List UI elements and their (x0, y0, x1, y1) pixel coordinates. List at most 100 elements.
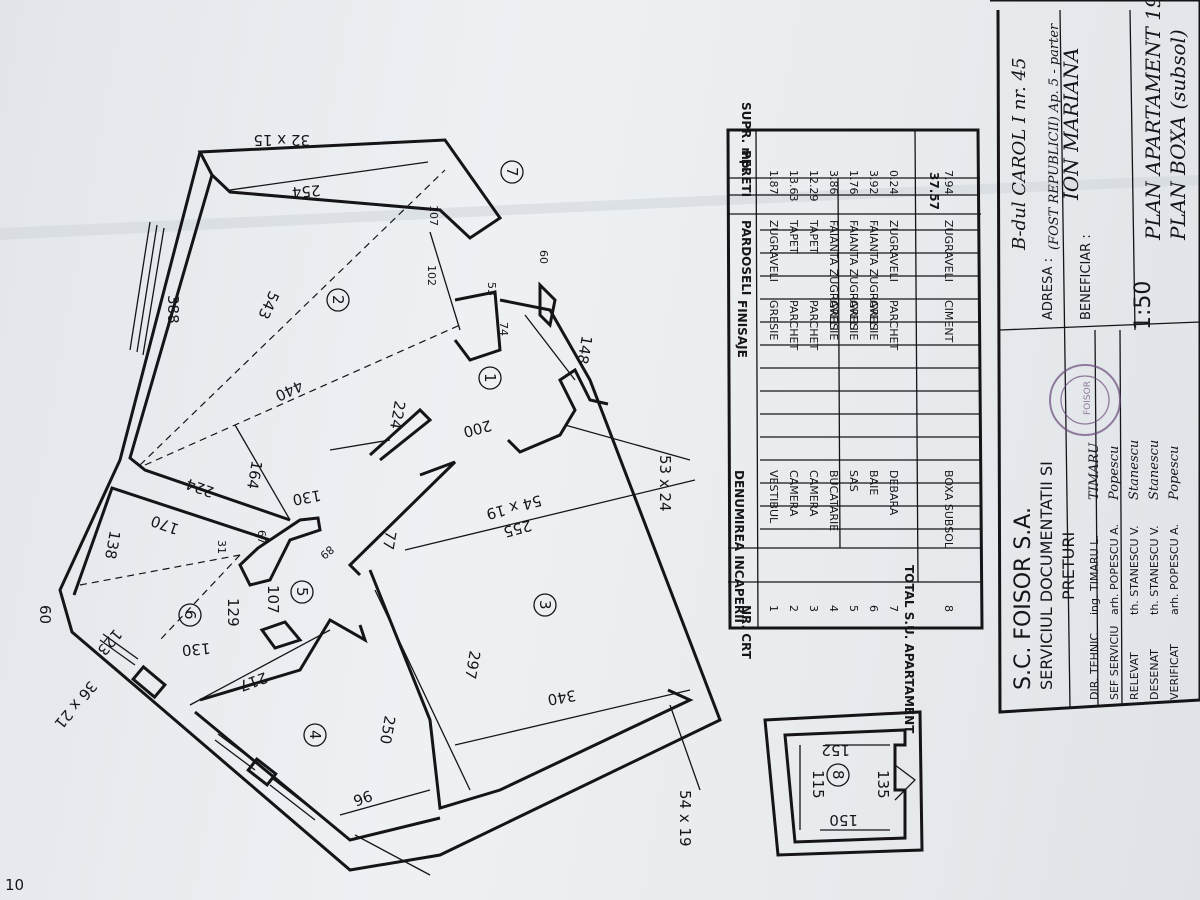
table-cell-area: 1.76 (847, 170, 860, 195)
table-cell-floor: GRESIE (827, 300, 840, 340)
table-cell-nr: 4 (827, 605, 840, 612)
table-cell-floor: GRESIE (847, 300, 860, 340)
table-cell-nr: 7 (887, 605, 900, 612)
dim-label: 138 (101, 529, 124, 560)
dim-label: 129 (224, 598, 242, 627)
svg-text:2: 2 (329, 295, 347, 305)
rooms-table: NR. CRT DENUMIREA INCAPERII FINISAJE PAR… (726, 102, 984, 734)
staff-name: arh. POPESCU A. (1168, 524, 1181, 615)
svg-text:FOISOR: FOISOR (1083, 381, 1093, 415)
room-marker: 7 (500, 160, 524, 184)
table-cell-floor: PARCHET (807, 300, 820, 350)
staff-role: VERIFICAT (1168, 644, 1181, 700)
dim-label: 340 (546, 686, 577, 709)
dim-label: 170 (148, 511, 181, 538)
dim-label: 53 (485, 282, 498, 296)
svg-text:1: 1 (481, 373, 499, 383)
table-cell-area: 13.63 (787, 170, 800, 202)
dim-label: 297 (461, 649, 484, 680)
dim-label: 89 (317, 543, 336, 562)
table-cell-nr: 2 (787, 605, 800, 612)
beneficiary-label: BENEFICIAR : (1079, 234, 1094, 320)
table-cell-area: 3.92 (867, 170, 880, 195)
staff-name: arh. POPESCU A. (1108, 524, 1121, 615)
table-cell-area: 7.94 (942, 170, 955, 195)
dim-label: 10 (5, 876, 24, 894)
table-cell-name: VESTIBUL (767, 470, 780, 524)
dim-label: 54 x 19 (676, 790, 694, 847)
company-stamp: FOISOR (1049, 364, 1121, 436)
svg-text:4: 4 (306, 730, 324, 740)
table-cell-walls: TAPET (807, 219, 820, 254)
table-cell-name: BAIE (867, 470, 880, 495)
title-block: S.C. FOISOR S.A. SERVICIUL DOCUMENTATII … (990, 0, 1200, 714)
storage-plan: 152 115 135 150 8 (763, 710, 924, 857)
table-cell-floor: GRESIE (867, 300, 880, 340)
table-cell-area: 12.29 (807, 170, 820, 202)
company-name: S.C. FOISOR S.A. (1011, 507, 1036, 690)
table-cell-walls: ZUGRAVELI (942, 220, 955, 282)
table-cell-walls: TAPET (787, 219, 800, 254)
dim-label: 77 (379, 529, 400, 551)
svg-text:7: 7 (503, 167, 521, 177)
col-header-finishes: FINISAJE (735, 300, 749, 358)
dim-label: 135 (874, 770, 892, 799)
room-marker: 8 (829, 770, 847, 780)
table-cell-walls: ZUGRAVELI (887, 220, 900, 282)
staff-role: SEF SERVICIU (1108, 626, 1121, 700)
col-header-area: SUPR. mp. (739, 102, 753, 173)
table-cell-floor: CIMENT (942, 300, 955, 343)
table-total-label: TOTAL S.U. APARTAMENT (902, 565, 916, 734)
table-cell-floor: GRESIE (767, 300, 780, 340)
staff-signature: Stanescu (1147, 440, 1162, 500)
room-marker: 4 (303, 723, 327, 747)
dim-label: 217 (237, 668, 270, 695)
table-cell-floor: PARCHET (787, 300, 800, 350)
col-header-name: DENUMIREA INCAPERII (732, 470, 746, 623)
room-marker: 5 (290, 580, 314, 604)
dim-label: 31 (215, 540, 228, 554)
dim-label: 36 x 21 (51, 677, 101, 732)
apartment-plan: 32 x 15 254 107 60 102 53 388 543 440 22… (5, 131, 722, 894)
address-line-1: B-dul CAROL I nr. 45 (1009, 58, 1030, 251)
company-department-2: PRETURI (1059, 532, 1078, 600)
dim-label: 60 (537, 250, 550, 264)
dim-label: 32 x 15 (253, 131, 310, 149)
dim-label: 102 (425, 265, 438, 286)
table-cell-nr: 5 (847, 605, 860, 612)
room-marker: 2 (326, 288, 350, 312)
company-department: SERVICIUL DOCUMENTATII SI (1037, 461, 1056, 690)
table-cell-nr: 8 (942, 605, 955, 612)
dim-label: 224 (386, 399, 409, 430)
staff-signature: TIMARU (1087, 442, 1102, 500)
table-cell-walls: FAIANTA ZUGRAVELI (827, 220, 840, 331)
dim-label: 164 (243, 459, 266, 490)
dim-label: 67 (255, 530, 268, 544)
svg-text:5: 5 (293, 587, 311, 597)
room-marker: 6 (178, 603, 202, 627)
plan-scale: 1:50 (1131, 281, 1156, 330)
table-cell-nr: 6 (867, 605, 880, 612)
staff-role: DESENAT (1148, 649, 1161, 700)
staff-signature: Stanescu (1127, 440, 1142, 500)
dim-label: 107 (264, 585, 282, 614)
table-total-value: 37.57 (927, 172, 941, 210)
dim-label: 150 (829, 811, 858, 829)
dim-label: 250 (376, 714, 399, 745)
col-header-walls: PERETI (739, 150, 753, 197)
dim-label: 60 (36, 605, 54, 624)
staff-role: DIR. TEHNIC (1088, 633, 1101, 700)
table-cell-area: 1.87 (767, 170, 780, 195)
dim-label: 152 (821, 741, 850, 759)
staff-signature: Popescu (1167, 446, 1182, 501)
address-line-2: (FOST REPUBLICII) Ap. 5 - parter (1047, 23, 1062, 250)
dim-label: 96 (351, 786, 375, 809)
dim-label: 148 (573, 334, 596, 365)
table-cell-nr: 1 (767, 605, 780, 612)
table-cell-walls: ZUGRAVELI (767, 220, 780, 282)
svg-text:3: 3 (536, 600, 554, 610)
table-cell-area: 3.86 (827, 170, 840, 195)
dim-label: 255 (501, 516, 533, 541)
beneficiary-name: ION MARIANA (1059, 48, 1083, 201)
